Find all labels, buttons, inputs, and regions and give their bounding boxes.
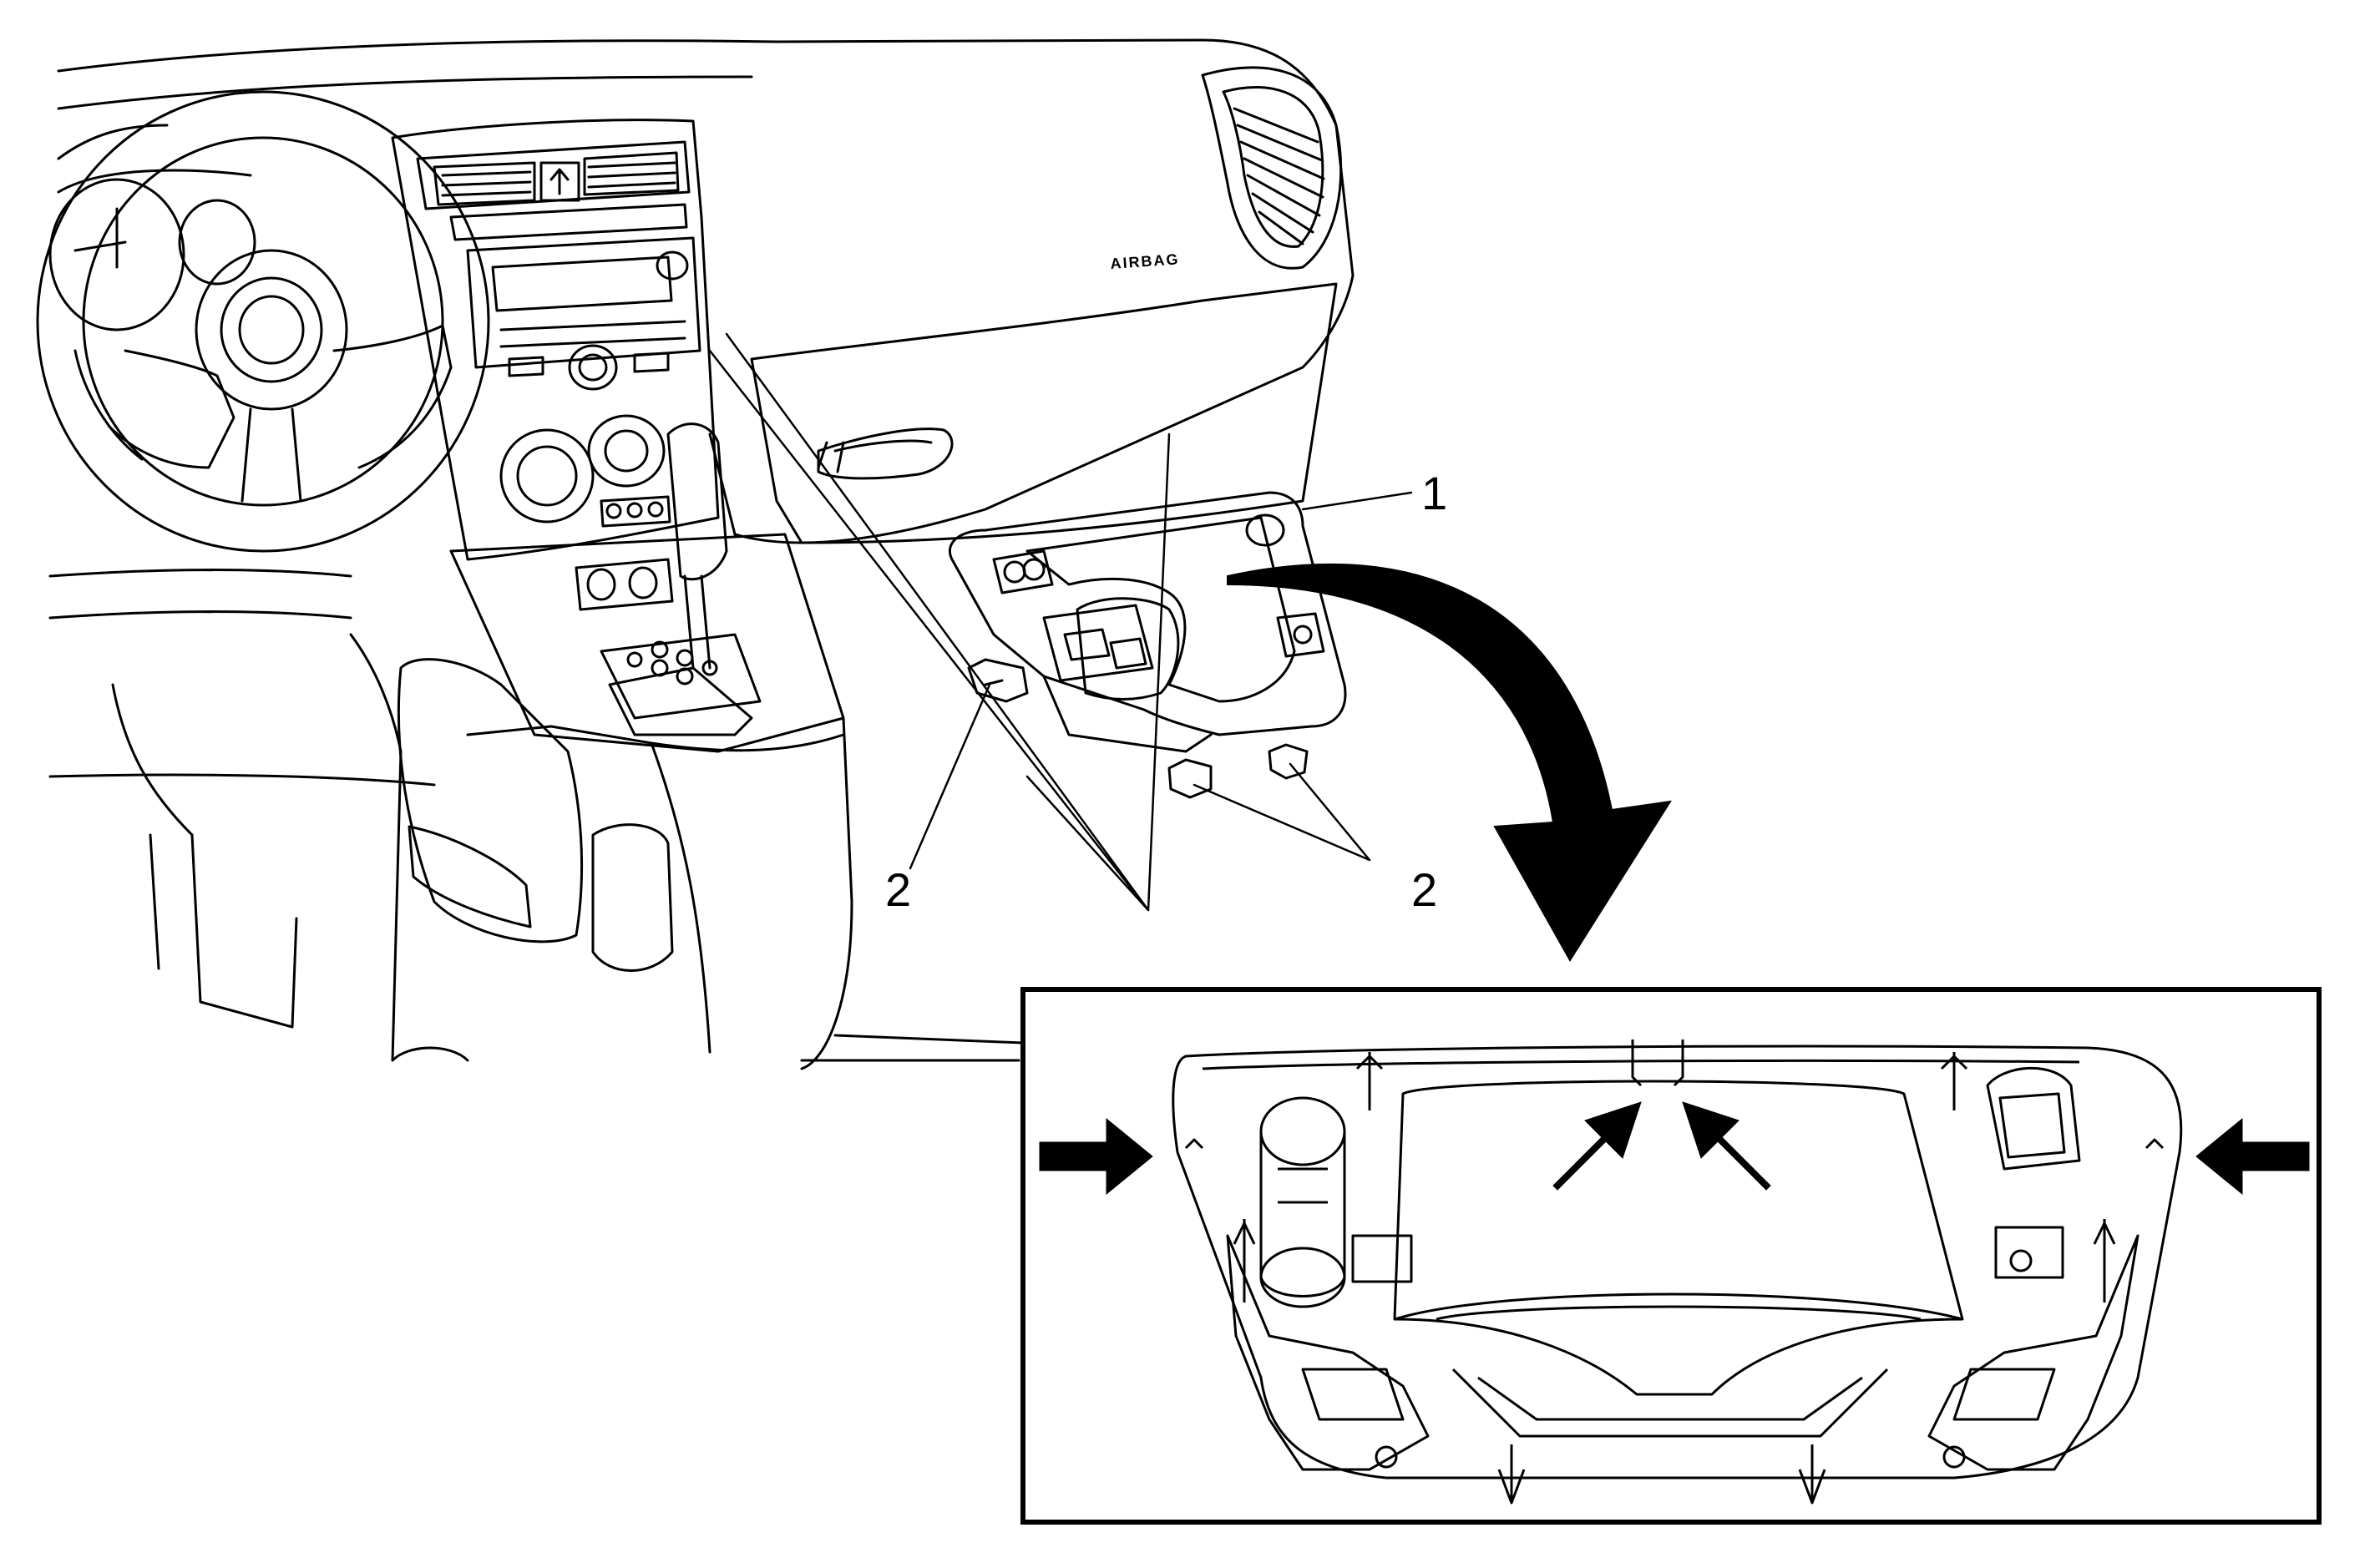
retainer-clip-center bbox=[1167, 758, 1213, 799]
steering-wheel bbox=[36, 90, 490, 553]
callout-2-right: 2 bbox=[1411, 863, 1437, 916]
instrument-cluster bbox=[48, 169, 256, 331]
pointer-arrow-left bbox=[1039, 1117, 1153, 1196]
callout-2-left: 2 bbox=[885, 863, 911, 916]
leader-lines bbox=[708, 332, 1413, 912]
retainer-clip-left bbox=[967, 658, 1029, 703]
shifter-trim-plate bbox=[949, 491, 1347, 753]
glove-box bbox=[750, 282, 1338, 544]
removal-direction-arrow bbox=[1227, 563, 1673, 962]
pointer-arrow-right bbox=[2195, 1117, 2310, 1196]
center-console bbox=[111, 422, 853, 1070]
pointer-arrow-center-right bbox=[1682, 1101, 1771, 1191]
detail-inset bbox=[1020, 987, 2322, 1525]
callout-1: 1 bbox=[1421, 467, 1447, 519]
retainer-clip-right bbox=[1268, 743, 1309, 780]
instrument-panel bbox=[48, 38, 1355, 1070]
pointer-arrow-center-left bbox=[1552, 1101, 1642, 1191]
right-air-vent bbox=[1201, 66, 1343, 270]
center-stack bbox=[391, 119, 720, 561]
airbag-marking: AIRBAG bbox=[1110, 250, 1180, 272]
